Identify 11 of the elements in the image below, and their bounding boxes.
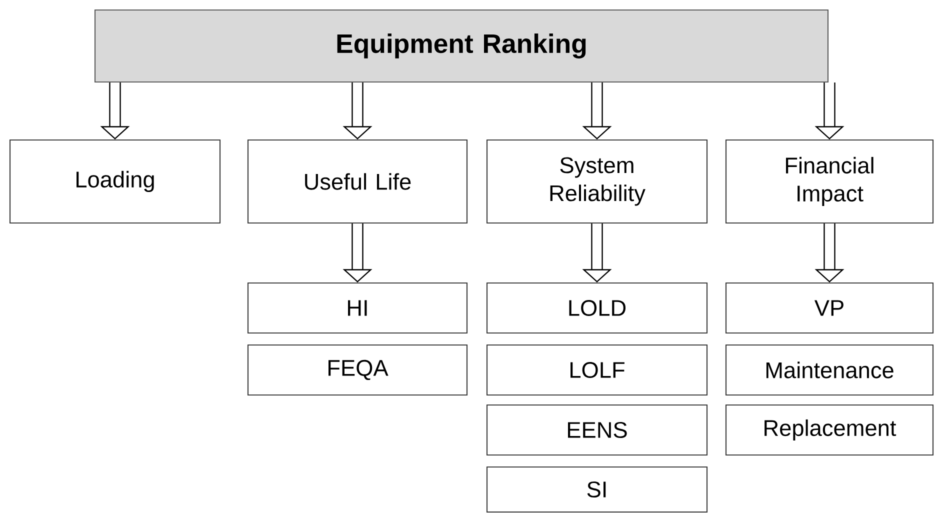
metric-box: SI [486, 466, 708, 513]
metric-box: LOLF [486, 344, 708, 396]
title-box: Equipment Ranking [94, 9, 829, 83]
category-box: Financial Impact [725, 139, 934, 224]
metric-box: Replacement [725, 404, 934, 456]
metric-box: FEQA [247, 344, 468, 396]
metric-box: Maintenance [725, 344, 934, 396]
metric-box: EENS [486, 404, 708, 456]
category-box: Useful Life [247, 139, 468, 224]
category-box: Loading [9, 139, 221, 224]
category-box: System Reliability [486, 139, 708, 224]
